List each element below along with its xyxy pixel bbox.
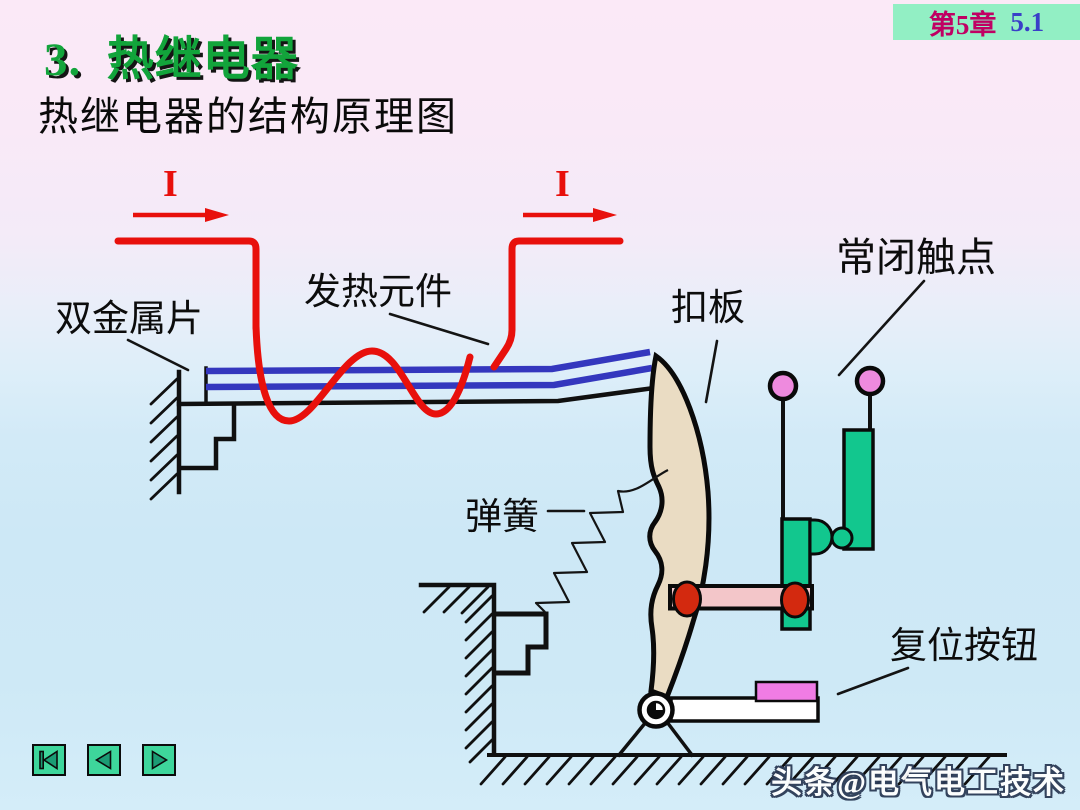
left-wall-hatching [149,377,179,501]
next-arrow-icon [151,750,169,770]
latch-plate-label: 扣板 [671,288,745,329]
bimetal-strip-bottom-layer [176,385,657,407]
fixed-contact-tip [830,526,854,550]
link-rivet-right [780,581,810,619]
chapter-label: 第5章 [928,9,997,40]
current-label-right: I [555,163,570,205]
pivot-wheel-pie [648,702,664,718]
bimetal-strip-top-layer-lower [205,364,653,391]
bimetal-strip-label: 双金属片 [55,298,203,340]
insulator-link-bar [668,584,814,611]
nc-contact-label: 常闭触点 [836,235,996,280]
supply-wire-left [114,237,260,332]
nc-contact-leader-line [837,279,926,377]
heater-leader-line [388,312,490,346]
section-label: 5.1 [1010,6,1045,37]
strip-mount-bracket [177,402,237,471]
pivot-leg-left [616,719,649,758]
supply-wire-right [490,237,624,371]
current-arrow-right [523,208,617,222]
moving-contact-tip [808,518,834,556]
nav-first-button[interactable] [32,744,66,776]
reset-button-label: 复位按钮 [890,625,1038,667]
latch-leader-line [704,339,719,404]
latch-plate [647,351,712,701]
heater-circuit-wires [114,237,624,425]
heating-element-label: 发热元件 [304,271,452,313]
spring [534,469,669,613]
heater-coil [252,322,474,425]
watermark: 头条@电气电工技术 [771,765,1066,800]
slide-title: 3. 热继电器 [44,34,299,86]
reset-button[interactable] [754,680,819,703]
terminal-ball-left [767,370,799,402]
nav-previous-button[interactable] [87,744,121,776]
middle-wall-hatching [422,585,494,764]
terminal-ball-right [854,365,886,397]
pivot-leg-right [664,719,695,758]
chapter-badge: 第5章 5.1 [893,4,1080,40]
skip-to-first-icon [39,750,58,770]
spring-anchor-bracket [493,611,549,676]
ground-hatching [479,755,991,786]
bimetal-leader-line [126,338,190,372]
spring-label: 弹簧 [465,496,539,538]
middle-wall-edge [418,582,497,757]
current-label-left: I [163,163,178,205]
bimetal-strip-top-layer-upper [205,348,651,375]
nav-next-button[interactable] [142,744,176,776]
previous-arrow-icon [94,750,112,770]
reset-leader-line [836,666,910,696]
link-rivet-left [672,580,702,618]
current-arrow-left [133,208,229,222]
slide-subtitle: 热继电器的结构原理图 [38,94,458,139]
